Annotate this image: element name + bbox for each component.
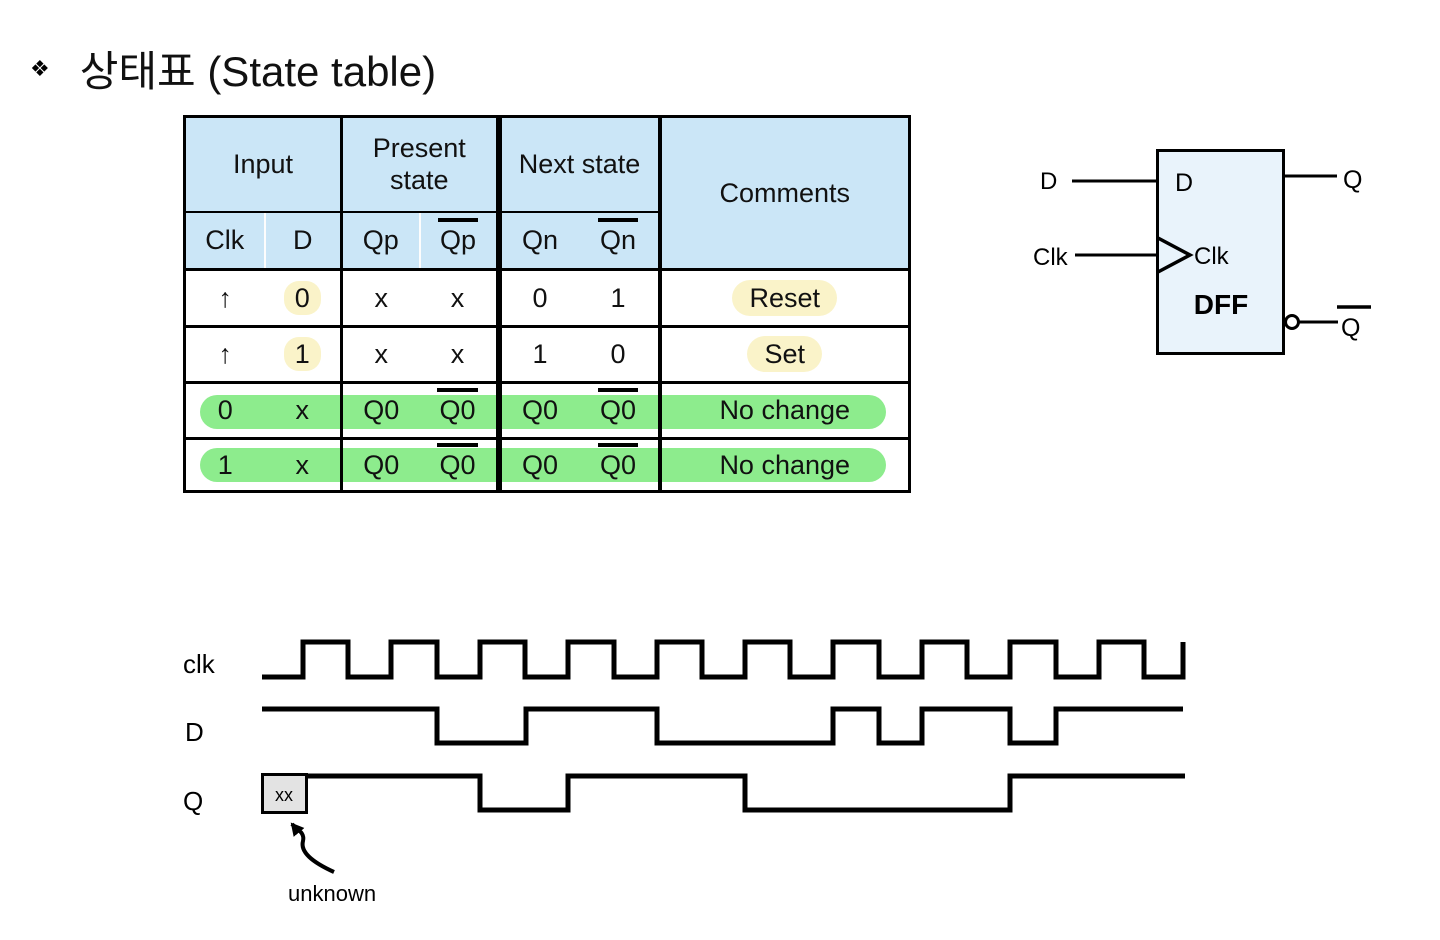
q-output-label: Q — [1343, 166, 1362, 194]
cell-comment: No change — [659, 438, 910, 493]
dff-name-label: DFF — [1194, 289, 1248, 320]
dff-internal-d-label: D — [1175, 169, 1193, 197]
unknown-state-box — [261, 773, 308, 814]
cell-comment: Reset — [659, 269, 910, 328]
subheader-clk: Clk — [184, 211, 266, 271]
cell-d: x — [264, 438, 343, 493]
col-header-present-state: Present state — [341, 116, 502, 213]
cell-clk: ↑ — [184, 326, 265, 384]
cell-qp-bar: x — [419, 326, 502, 384]
table-row-reset: ↑ 0 x x 0 1 Reset — [184, 269, 910, 328]
subheader-qp: Qp — [341, 211, 421, 271]
table-row-no-change-1: 1 x Q0 Q0 Q0 Q0 No change — [184, 438, 910, 493]
cell-qn-bar: 0 — [578, 326, 662, 384]
cell-qp: Q0 — [341, 438, 420, 493]
dff-external-clk-label: Clk — [1033, 244, 1069, 271]
dff-symbol: D Clk D Clk DFF Q Q — [1033, 149, 1371, 355]
diamond-bullet-icon: ❖ — [30, 55, 50, 81]
subheader-qn: Qn — [498, 211, 579, 271]
cell-clk: 0 — [184, 382, 265, 440]
qn-bar-label: Qn — [597, 217, 639, 255]
state-table-wrap: Input Present state Next state Comments … — [183, 115, 911, 493]
yellow-highlight: Set — [747, 336, 823, 372]
col-header-input: Input — [184, 116, 343, 213]
cell-qn: 1 — [498, 326, 579, 384]
q0-bar-label: Q0 — [597, 388, 639, 425]
timing-q-label: Q — [183, 786, 203, 816]
unknown-pointer-arrow-icon — [290, 822, 335, 874]
cell-d: x — [264, 382, 343, 440]
title-text: 상태표 (State table) — [79, 48, 437, 95]
cell-clk: 1 — [184, 438, 265, 493]
clock-edge-triangle-icon — [1157, 236, 1194, 274]
dff-box — [1156, 149, 1285, 355]
unknown-annotation-label: unknown — [288, 881, 376, 906]
q0-bar-label: Q0 — [437, 388, 478, 425]
q-waveform — [307, 773, 1185, 813]
q0-bar-label: Q0 — [597, 442, 639, 480]
clk-waveform — [262, 639, 1186, 680]
cell-qn-bar: Q0 — [578, 438, 662, 493]
cell-qp-bar: x — [419, 269, 502, 328]
dff-internal-clk-label: Clk — [1194, 243, 1230, 270]
yellow-highlight: Reset — [732, 279, 838, 316]
subheader-qn-bar: Qn — [578, 211, 662, 271]
page-title: ❖ 상태표 (State table) — [30, 38, 436, 99]
timing-clk-label: clk — [183, 649, 216, 679]
cell-d: 1 — [264, 326, 343, 384]
cell-qn: Q0 — [498, 382, 579, 440]
yellow-highlight: 0 — [283, 280, 321, 315]
qp-bar-label: Qp — [437, 217, 479, 255]
yellow-highlight: 1 — [283, 337, 321, 371]
cell-qp-bar: Q0 — [419, 382, 502, 440]
cell-comment: Set — [659, 326, 910, 384]
cell-qn: Q0 — [498, 438, 579, 493]
state-table: Input Present state Next state Comments … — [183, 115, 911, 493]
cell-qp: Q0 — [341, 382, 420, 440]
cell-qp: x — [341, 326, 420, 384]
cell-qn: 0 — [498, 269, 579, 328]
cell-qn-bar: 1 — [578, 269, 662, 328]
cell-clk: ↑ — [184, 269, 265, 328]
subheader-qp-bar: Qp — [419, 211, 502, 271]
cell-comment: No change — [659, 382, 910, 440]
timing-d-label: D — [185, 717, 204, 747]
inversion-bubble-icon — [1284, 314, 1300, 330]
col-header-comments: Comments — [659, 116, 910, 271]
cell-qn-bar: Q0 — [578, 382, 662, 440]
table-row-no-change-0: 0 x Q0 Q0 Q0 Q0 No change — [184, 382, 910, 440]
col-header-next-state: Next state — [498, 116, 662, 213]
dff-external-d-label: D — [1040, 168, 1057, 195]
table-row-set: ↑ 1 x x 1 0 Set — [184, 326, 910, 384]
xx-label: xx — [275, 785, 293, 805]
subheader-d: D — [264, 211, 343, 271]
cell-qp-bar: Q0 — [419, 438, 502, 493]
cell-qp: x — [341, 269, 420, 328]
q0-bar-label: Q0 — [437, 442, 478, 480]
qbar-output-label: Q — [1341, 314, 1360, 342]
cell-d: 0 — [264, 269, 343, 328]
d-waveform — [262, 706, 1183, 746]
